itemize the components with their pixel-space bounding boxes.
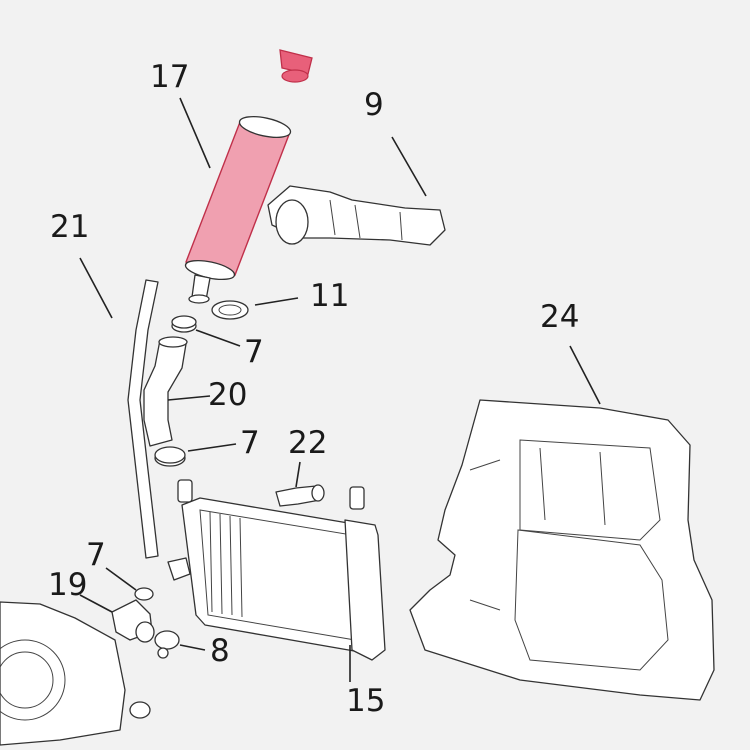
part-19-elbow: [111, 599, 155, 643]
callout-22: 22: [288, 425, 328, 461]
reservoir-cap: [279, 49, 313, 83]
part-22-valve: [275, 484, 325, 507]
part-8-clamp: [154, 630, 180, 659]
part-9-bracket: [267, 185, 446, 246]
callout-24: 24: [540, 299, 580, 335]
part-7-clamp-lower: [134, 587, 154, 601]
callout-7-middle: 7: [240, 425, 260, 461]
engine-housing-fragment: [0, 601, 151, 746]
callout-17: 17: [150, 59, 190, 95]
part-20-hose: [143, 336, 188, 447]
callout-20: 20: [208, 377, 248, 413]
part-24-shroud: [409, 399, 715, 701]
part-21-hose: [127, 279, 159, 559]
part-7-clamp-middle: [154, 446, 186, 467]
part-11-clamp: [211, 300, 249, 320]
callout-11: 11: [310, 278, 350, 314]
callout-15: 15: [346, 683, 386, 719]
part-15-radiator: [167, 479, 386, 682]
leader-lines: [79, 97, 601, 651]
callout-7-upper: 7: [244, 334, 264, 370]
callout-8: 8: [210, 633, 230, 669]
callout-19: 19: [48, 567, 88, 603]
callout-21: 21: [50, 209, 90, 245]
callout-7-lower: 7: [86, 537, 106, 573]
part-17-reservoir: [184, 116, 292, 304]
part-7-clamp-upper: [171, 315, 197, 333]
callout-9: 9: [364, 87, 384, 123]
